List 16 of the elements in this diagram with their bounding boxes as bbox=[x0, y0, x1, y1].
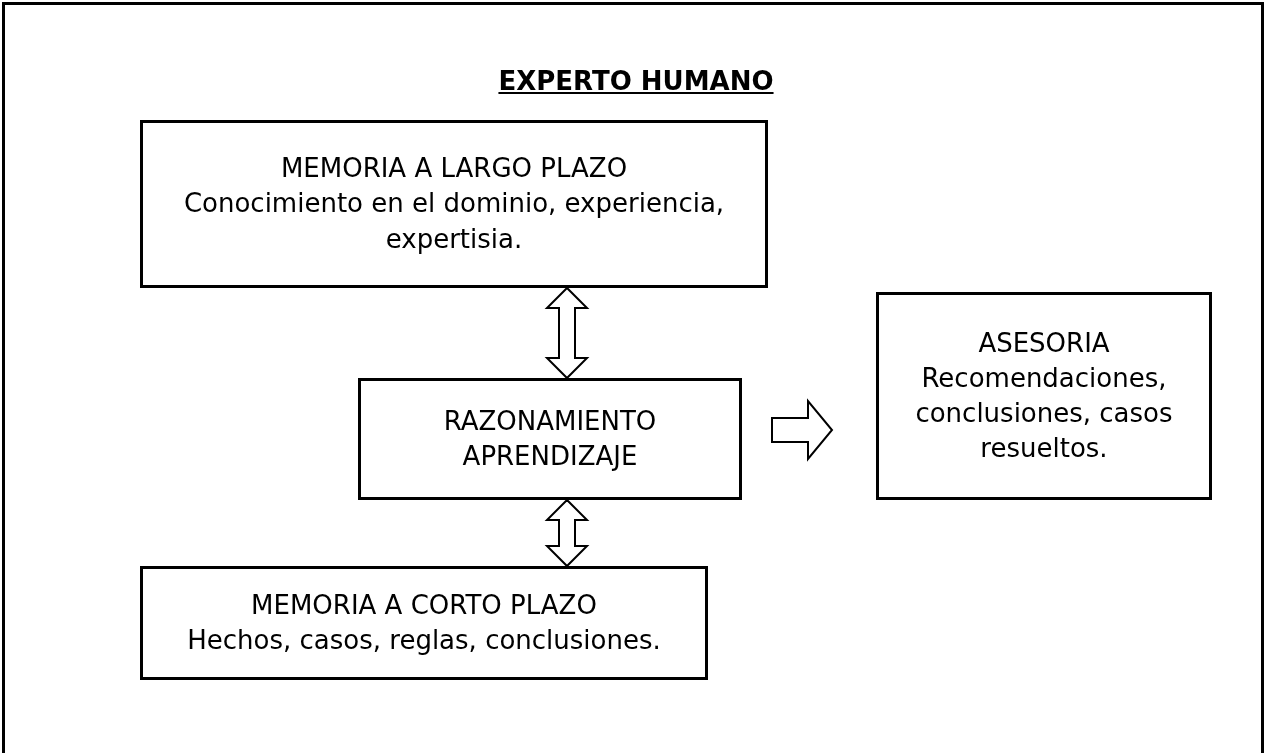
box-text: Hechos, casos, reglas, conclusiones. bbox=[187, 624, 661, 657]
box-heading: MEMORIA A CORTO PLAZO bbox=[251, 588, 597, 622]
box-text: Conocimiento en el dominio, experiencia, expertisia. bbox=[182, 187, 726, 256]
block-arrow bbox=[544, 498, 590, 568]
process-box bbox=[876, 292, 1212, 500]
box-heading: ASESORIA bbox=[978, 326, 1110, 360]
process-box bbox=[140, 566, 708, 680]
box-text: APRENDIZAJE bbox=[462, 440, 638, 473]
diagram-title: EXPERTO HUMANO bbox=[498, 66, 774, 96]
process-box bbox=[140, 120, 768, 288]
box-heading: MEMORIA A LARGO PLAZO bbox=[280, 152, 628, 186]
box-heading: RAZONAMIENTO bbox=[443, 404, 657, 438]
box-text: Recomendaciones, conclusiones, casos resueltos. bbox=[914, 361, 1174, 466]
block-arrow bbox=[771, 398, 834, 462]
block-arrow bbox=[544, 286, 590, 380]
process-box bbox=[358, 378, 742, 500]
